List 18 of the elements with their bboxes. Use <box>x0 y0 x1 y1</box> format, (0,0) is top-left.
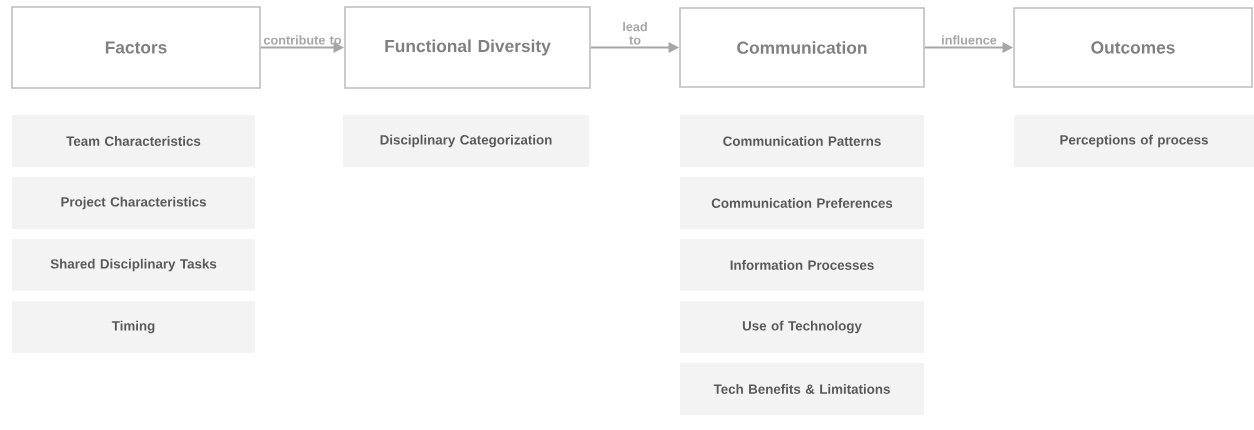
edge-label: contribute to <box>263 35 342 45</box>
item-box: Information Processes <box>680 239 924 291</box>
stage-box: Communication <box>679 7 925 88</box>
item-box: Communication Patterns <box>680 115 924 167</box>
item-box: Perceptions of process <box>1014 115 1254 167</box>
edge-label: influence <box>942 35 997 45</box>
stage-box: Outcomes <box>1013 7 1253 88</box>
stage-box: Functional Diversity <box>344 6 591 89</box>
item-box: Communication Preferences <box>680 177 924 229</box>
item-box: Tech Benefits & Limitations <box>680 363 924 415</box>
item-box: Use of Technology <box>680 301 924 353</box>
item-box: Team Characteristics <box>12 115 255 167</box>
edge-label: lead to <box>623 21 647 45</box>
item-box: Timing <box>12 301 255 353</box>
item-box: Project Characteristics <box>12 177 255 229</box>
item-box: Disciplinary Categorization <box>343 115 589 167</box>
stage-box: Factors <box>11 6 261 89</box>
item-box: Shared Disciplinary Tasks <box>12 239 255 291</box>
